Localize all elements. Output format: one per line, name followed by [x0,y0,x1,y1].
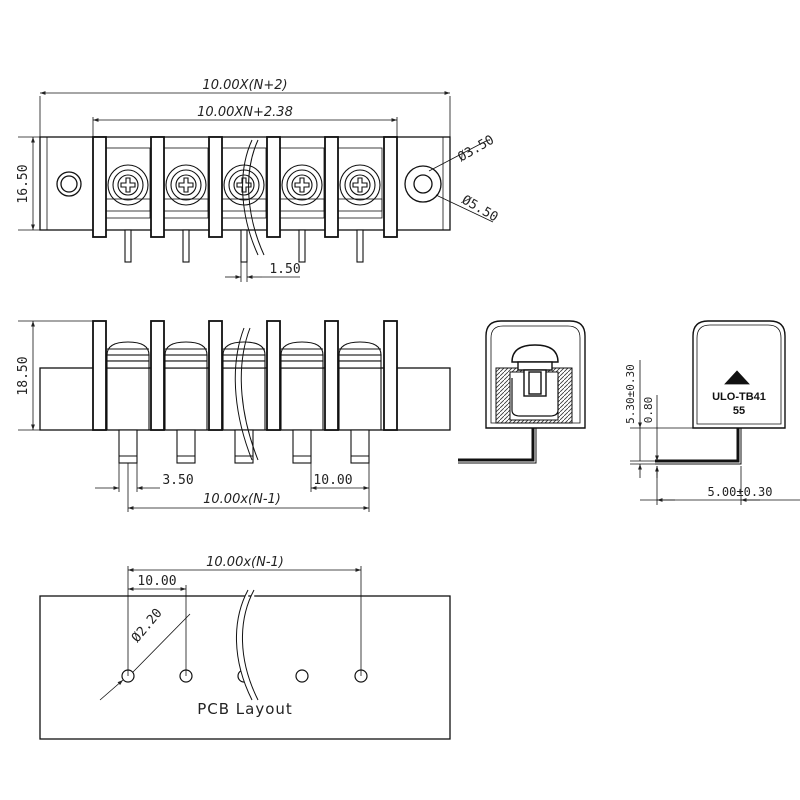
dim-hole-pcb: Ø2.20 [129,606,166,646]
break-lines-top [242,139,265,256]
dim-overall-width: 10.00X(N+2) [202,78,287,93]
pcb-layout-view [39,566,451,740]
side-external-view [630,320,800,505]
dim-pitch-front: 10.00 [313,473,352,488]
dim-tail: 5.00±0.30 [707,485,772,499]
dim-top-height: 16.50 [16,164,31,203]
front-screws [106,341,382,430]
dim-large-hole: Ø5.50 [459,193,500,226]
dim-lead: 0.80 [642,397,655,424]
dim-span-pcb: 10.00x(N-1) [206,555,284,570]
dim-inner-width: 10.00XN+2.38 [197,105,293,120]
top-barriers [92,136,398,238]
break-lines-pcb [235,589,259,701]
dim-front-height: 18.50 [16,356,31,395]
top-view [18,91,494,282]
top-screws [105,147,383,219]
dim-pitch-pcb: 10.00 [137,574,176,589]
part-code: 55 [733,405,745,417]
part-label: ULO-TB41 [712,391,766,403]
front-view [18,320,451,512]
front-pins [118,429,370,464]
front-barriers [92,320,398,431]
side-section-view [458,320,586,464]
mount-hole-right [404,165,442,203]
dim-span-front: 10.00x(N-1) [203,492,281,507]
dim-small-hole: Ø3.50 [456,133,497,166]
brand-logo-icon [724,370,750,385]
break-lines-front [234,327,259,461]
dim-pin-offset: 3.50 [162,473,193,488]
dim-side-height: 5.30±0.30 [624,364,637,424]
mount-hole-left [56,171,82,197]
dim-pin-width: 1.50 [269,262,300,277]
top-pins [124,229,364,263]
pcb-layout-caption: PCB Layout [197,700,293,718]
